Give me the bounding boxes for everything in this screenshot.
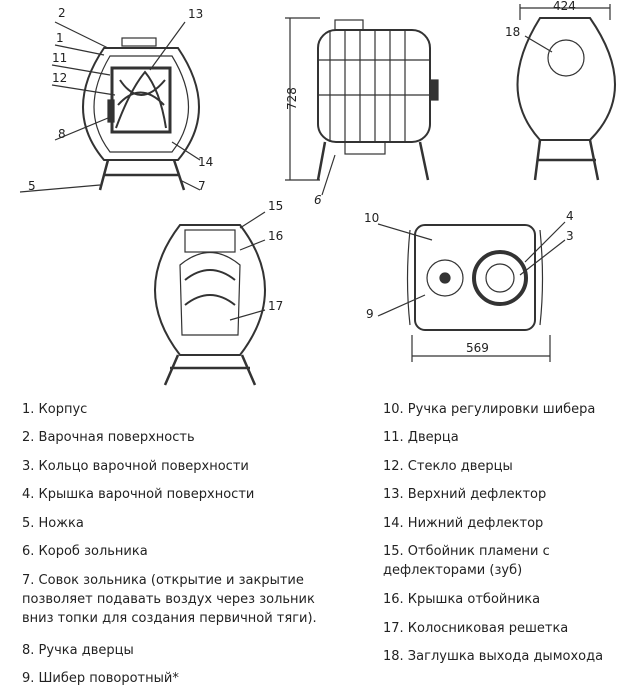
section-view: [154, 211, 266, 386]
dimension-width: 424: [553, 0, 576, 13]
legend-item: 17. Колосниковая решетка: [383, 621, 569, 636]
dimension-depth: 569: [466, 341, 489, 355]
legend-item: 8. Ручка дверцы: [22, 643, 134, 658]
stove-drawings: 2 13 1 11 12 8 14 5 7 728 6 424 18 15 16…: [19, 0, 616, 386]
legend-item: 10. Ручка регулировки шибера: [383, 402, 596, 417]
legend-item: 7. Совок зольника (открытие и закрытие п…: [22, 573, 317, 626]
callout-16: 16: [268, 229, 283, 243]
leader-lines: [19, 21, 201, 193]
callout-15: 15: [268, 199, 283, 213]
callout-12: 12: [52, 71, 67, 85]
legend-item: 18. Заглушка выхода дымохода: [383, 649, 604, 664]
back-view: [516, 4, 616, 181]
callout-3: 3: [566, 229, 574, 243]
callout-17: 17: [268, 299, 283, 313]
legend-item: 11. Дверца: [383, 430, 459, 445]
top-view: [377, 221, 566, 362]
callout-7: 7: [198, 179, 206, 193]
callout-5: 5: [28, 179, 36, 193]
legend-item: 15. Отбойник пламени с дефлекторами (зуб…: [383, 544, 550, 578]
callout-4: 4: [566, 209, 574, 223]
legend-item: 13. Верхний дефлектор: [383, 487, 547, 502]
legend-item: 3. Кольцо варочной поверхности: [22, 459, 249, 474]
callout-9: 9: [366, 307, 374, 321]
callout-11: 11: [52, 51, 67, 65]
legend-item: 6. Короб зольника: [22, 544, 148, 559]
callout-13: 13: [188, 7, 203, 21]
legend-item: 2. Варочная поверхность: [22, 430, 195, 445]
callout-6: 6: [314, 193, 322, 207]
legend-item: 14. Нижний дефлектор: [383, 516, 544, 531]
callout-18: 18: [505, 25, 520, 39]
callout-8: 8: [58, 127, 66, 141]
callout-1: 1: [56, 31, 64, 45]
front-view: [82, 37, 200, 191]
callout-10: 10: [364, 211, 379, 225]
legend-item: 12. Стекло дверцы: [383, 459, 513, 474]
legend-item: 4. Крышка варочной поверхности: [22, 487, 255, 502]
legend-item: 9. Шибер поворотный*: [22, 671, 179, 686]
legend-item: 16. Крышка отбойника: [383, 592, 541, 607]
legend-item: 1. Корпус: [22, 402, 88, 417]
legend-item: 5. Ножка: [22, 516, 84, 531]
callout-2: 2: [58, 6, 66, 20]
callout-14: 14: [198, 155, 213, 169]
side-view: [285, 17, 439, 196]
dimension-height: 728: [285, 87, 299, 110]
